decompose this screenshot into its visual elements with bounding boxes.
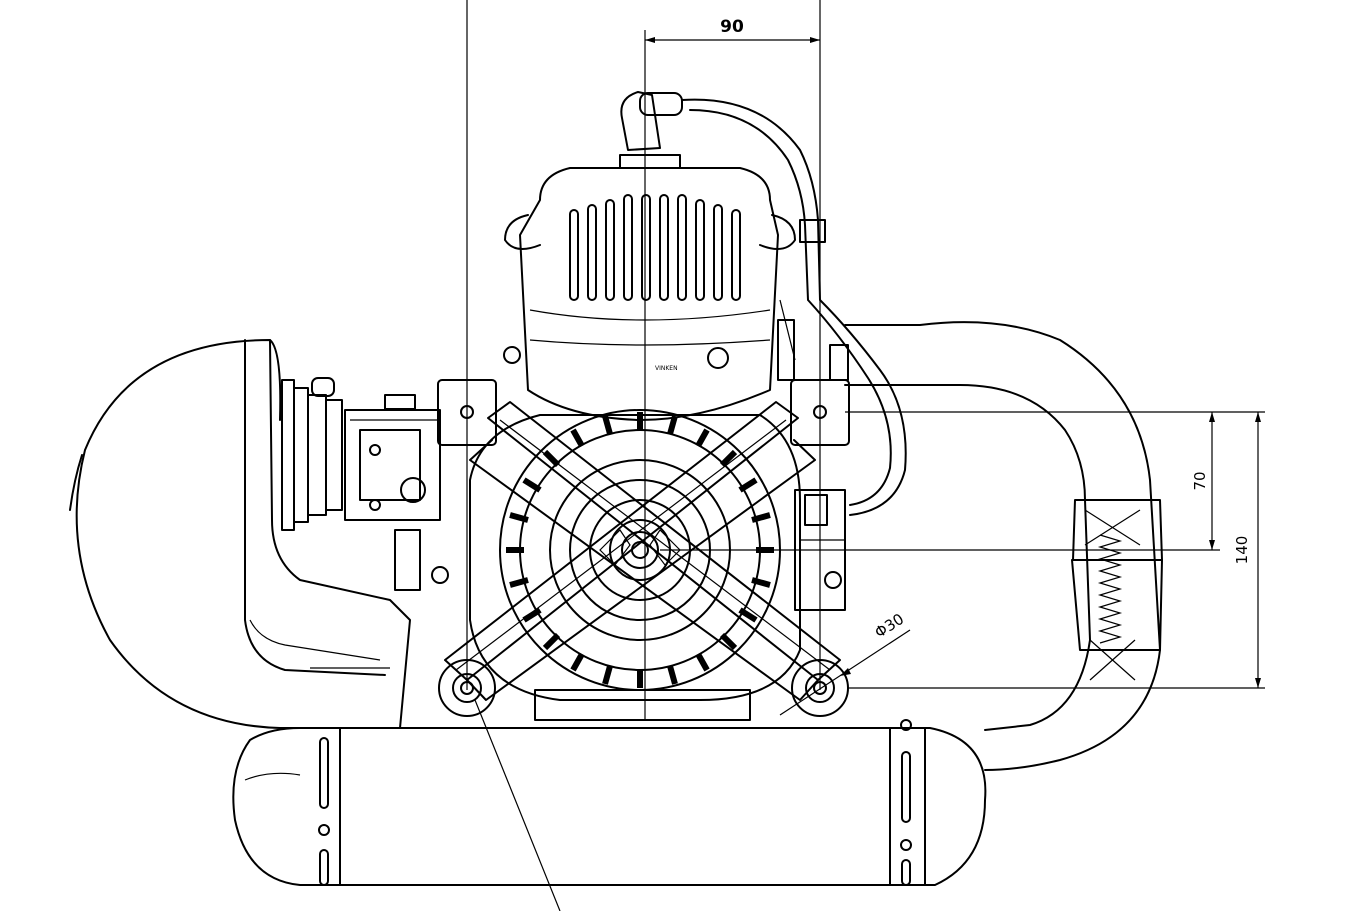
brand-mark: VINKEN bbox=[655, 365, 678, 372]
dim-label-90: 90 bbox=[720, 17, 744, 37]
dim-label-70: 70 bbox=[1191, 471, 1209, 490]
leader-line bbox=[474, 699, 561, 911]
dimension-width-top: 90 bbox=[645, 17, 820, 43]
dim-label-diameter: Φ30 bbox=[871, 610, 907, 642]
air-filter bbox=[69, 339, 411, 729]
center-lines bbox=[466, 0, 1265, 720]
dimension-height-short: 70 bbox=[1191, 412, 1215, 550]
muffler bbox=[232, 719, 987, 886]
spark-plug-lead bbox=[620, 91, 907, 516]
ignition-module bbox=[794, 344, 849, 611]
cylinder-head: VINKEN bbox=[503, 154, 796, 421]
exhaust-header bbox=[844, 321, 1163, 771]
dim-label-140: 140 bbox=[1233, 536, 1251, 565]
carburetor bbox=[344, 394, 449, 591]
flywheel-fins bbox=[506, 412, 774, 688]
dimension-height-long: 140 bbox=[1233, 412, 1261, 688]
